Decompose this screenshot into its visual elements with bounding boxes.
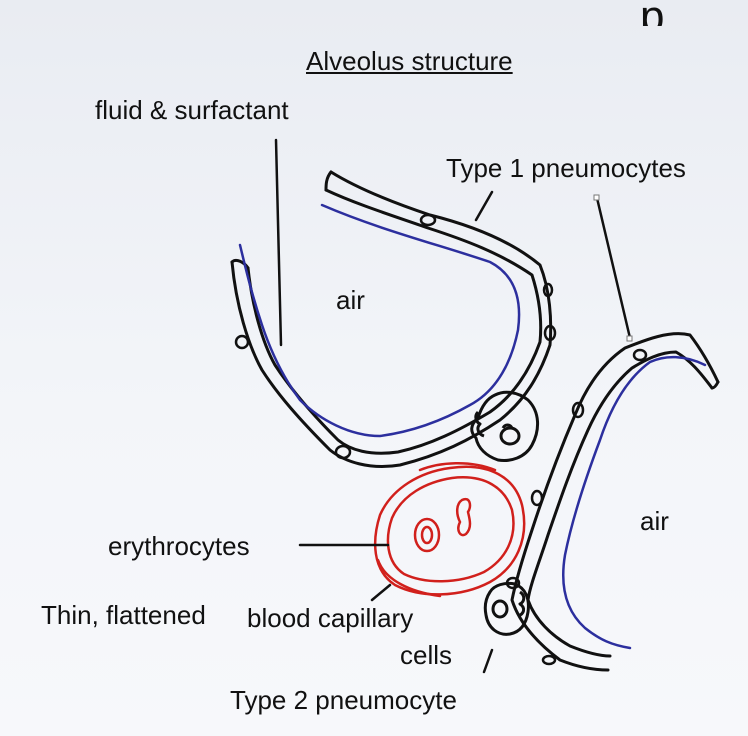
right-alveolus-wall (510, 332, 720, 672)
type2-pneumocyte-label: Type 2 pneumocyte (230, 685, 457, 715)
erythrocytes-cells (413, 497, 472, 553)
erythrocytes-label: erythrocytes (108, 531, 250, 561)
type2-pneumocyte-lower (483, 581, 530, 636)
air-left-label: air (336, 285, 365, 315)
right-surfactant-lining (561, 355, 707, 650)
leader-lines (274, 138, 632, 674)
anchor-square (593, 194, 600, 201)
diagram-title: Alveolus structure (306, 46, 513, 76)
left-wall-nuclei (234, 213, 557, 460)
fluid-surfactant-label: fluid & surfactant (95, 95, 289, 125)
cells-label: cells (400, 640, 453, 670)
cropped-heading-fragment: p (640, 0, 665, 26)
capillary-leader-line (370, 583, 392, 602)
left-surfactant-lining (238, 203, 521, 438)
type1-leader-line-a (474, 190, 494, 222)
type1-pneumocytes-label: Type 1 pneumocytes (446, 153, 686, 183)
type2-leader-line (482, 648, 494, 674)
blood-capillary-label: blood capillary (247, 603, 414, 633)
fluid-leader-line (274, 138, 283, 347)
anchor-square (626, 335, 633, 342)
air-right-label: air (640, 506, 669, 536)
thin-flattened-label: Thin, flattened (41, 600, 206, 630)
blood-capillary (373, 462, 526, 598)
type1-leader-line-b (595, 196, 632, 340)
type2-pneumocyte-upper (470, 390, 539, 462)
